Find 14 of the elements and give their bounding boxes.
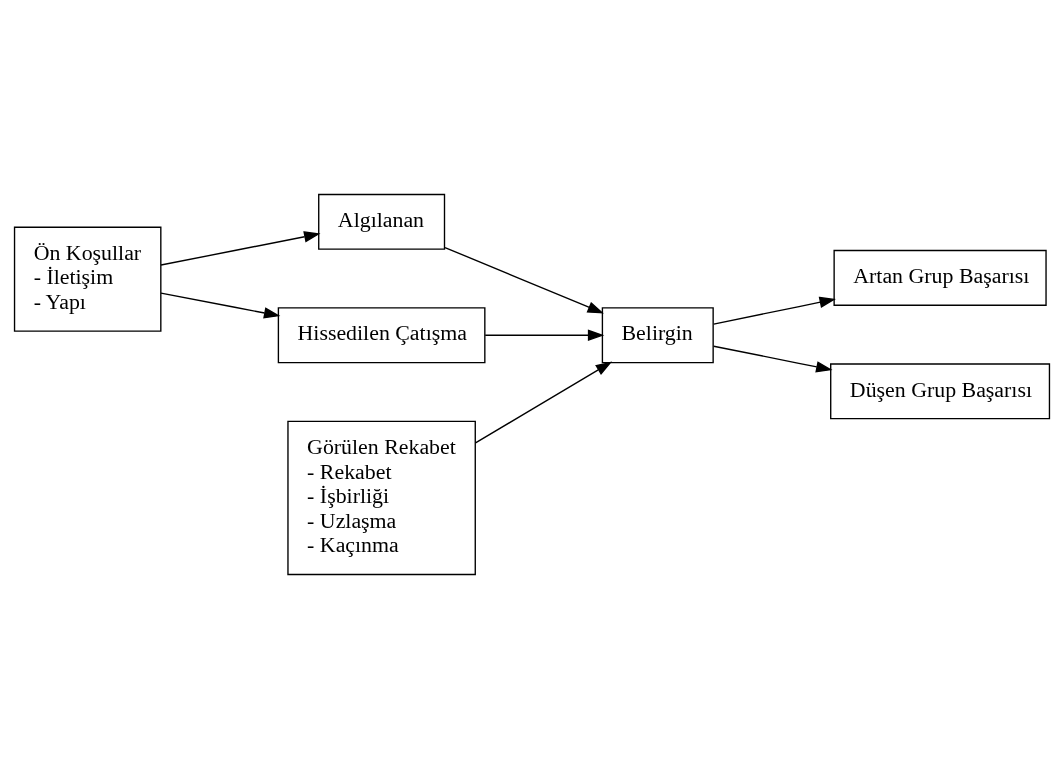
arrow xyxy=(713,296,836,325)
arrow xyxy=(160,231,321,266)
arrow xyxy=(713,345,833,373)
arrow xyxy=(444,246,604,314)
arrow xyxy=(484,329,605,342)
node-box: Düşen Grup Başarısı xyxy=(830,363,1051,420)
node-box: Ön Koşullar - İletişim - Yapı xyxy=(13,226,162,332)
node-box: Hissedilen Çatışma xyxy=(277,307,486,364)
arrow xyxy=(474,361,613,444)
node-box: Belirgin xyxy=(601,307,714,364)
node-box: Görülen Rekabet - Rekabet - İşbirliği - Uzlaşma - Kaçınma xyxy=(287,420,476,576)
arrow xyxy=(160,292,281,319)
node-box: Artan Grup Başarısı xyxy=(833,249,1047,306)
node-box: Algılanan xyxy=(318,193,446,250)
